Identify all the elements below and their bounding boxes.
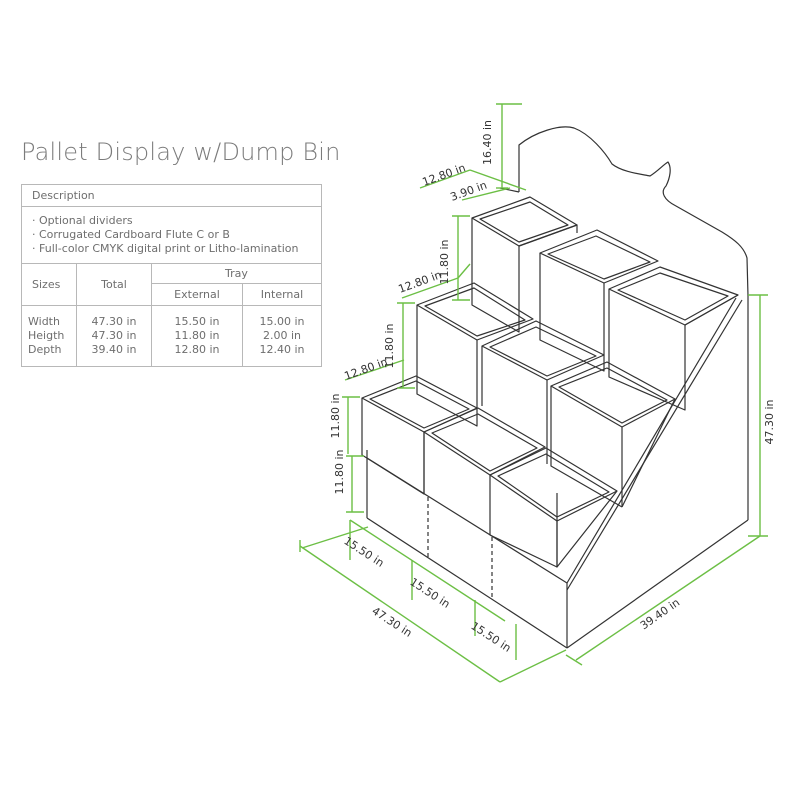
feature-item: · Full-color CMYK digital print or Litho… xyxy=(32,242,299,255)
tier-1-bins xyxy=(361,375,618,568)
feature-item: · Optional dividers xyxy=(32,214,133,227)
tier-2-bins xyxy=(416,282,676,508)
row-label-depth: Depth xyxy=(28,343,62,356)
base-bottom-front-edge xyxy=(366,517,568,649)
dim-tier2-height: 11.80 in xyxy=(383,323,396,368)
dimension-lines xyxy=(299,103,768,683)
external-values: 15.50 in 11.80 in 12.80 in xyxy=(151,305,243,367)
total-depth-value: 39.40 in xyxy=(91,343,137,356)
external-depth-value: 12.80 in xyxy=(174,343,220,356)
internal-values: 15.00 in 2.00 in 12.40 in xyxy=(242,305,322,367)
total-values: 47.30 in 47.30 in 39.40 in xyxy=(76,305,152,367)
total-header: Total xyxy=(76,263,152,306)
dim-top-depth: 12.80 in xyxy=(421,161,468,189)
total-height-value: 47.30 in xyxy=(91,329,137,342)
page-title: Pallet Display w/Dump Bin xyxy=(21,138,341,166)
row-label-width: Width xyxy=(28,315,60,328)
dim-base-height: 11.80 in xyxy=(333,449,346,494)
total-width-value: 47.30 in xyxy=(91,315,137,328)
tray-header: Tray xyxy=(151,263,322,284)
dim-total-height: 47.30 in xyxy=(763,399,776,444)
spec-table: Description · Optional dividers · Corrug… xyxy=(21,184,322,367)
dim-tier3-height: 11.80 in xyxy=(438,239,451,284)
internal-height-value: 2.00 in xyxy=(262,329,302,342)
header-panel xyxy=(518,126,749,297)
base-bottom-right-edge xyxy=(566,519,749,649)
row-labels: Width Heigth Depth xyxy=(21,305,77,367)
feature-list: · Optional dividers · Corrugated Cardboa… xyxy=(21,206,322,264)
side-slope xyxy=(566,297,737,584)
external-header: External xyxy=(151,283,243,306)
external-height-value: 11.80 in xyxy=(174,329,220,342)
dim-bin-width-3: 15.50 in xyxy=(468,619,513,654)
row-label-height: Heigth xyxy=(28,329,65,342)
side-slope-inner xyxy=(566,299,743,591)
external-width-value: 15.50 in xyxy=(174,315,220,328)
tier-3-bins xyxy=(471,196,739,411)
dim-tier1-depth: 12.80 in xyxy=(343,355,390,383)
dim-header-height: 16.40 in xyxy=(481,120,494,165)
internal-depth-value: 12.40 in xyxy=(259,343,305,356)
feature-item: · Corrugated Cardboard Flute C or B xyxy=(32,228,230,241)
dim-header-depth: 3.90 in xyxy=(449,179,489,204)
dim-tier1-height: 11.80 in xyxy=(329,393,342,438)
dim-total-width: 47.30 in xyxy=(369,604,414,639)
internal-width-value: 15.00 in xyxy=(259,315,305,328)
display-outline xyxy=(361,126,749,649)
dim-bin-width-2: 15.50 in xyxy=(407,575,452,610)
